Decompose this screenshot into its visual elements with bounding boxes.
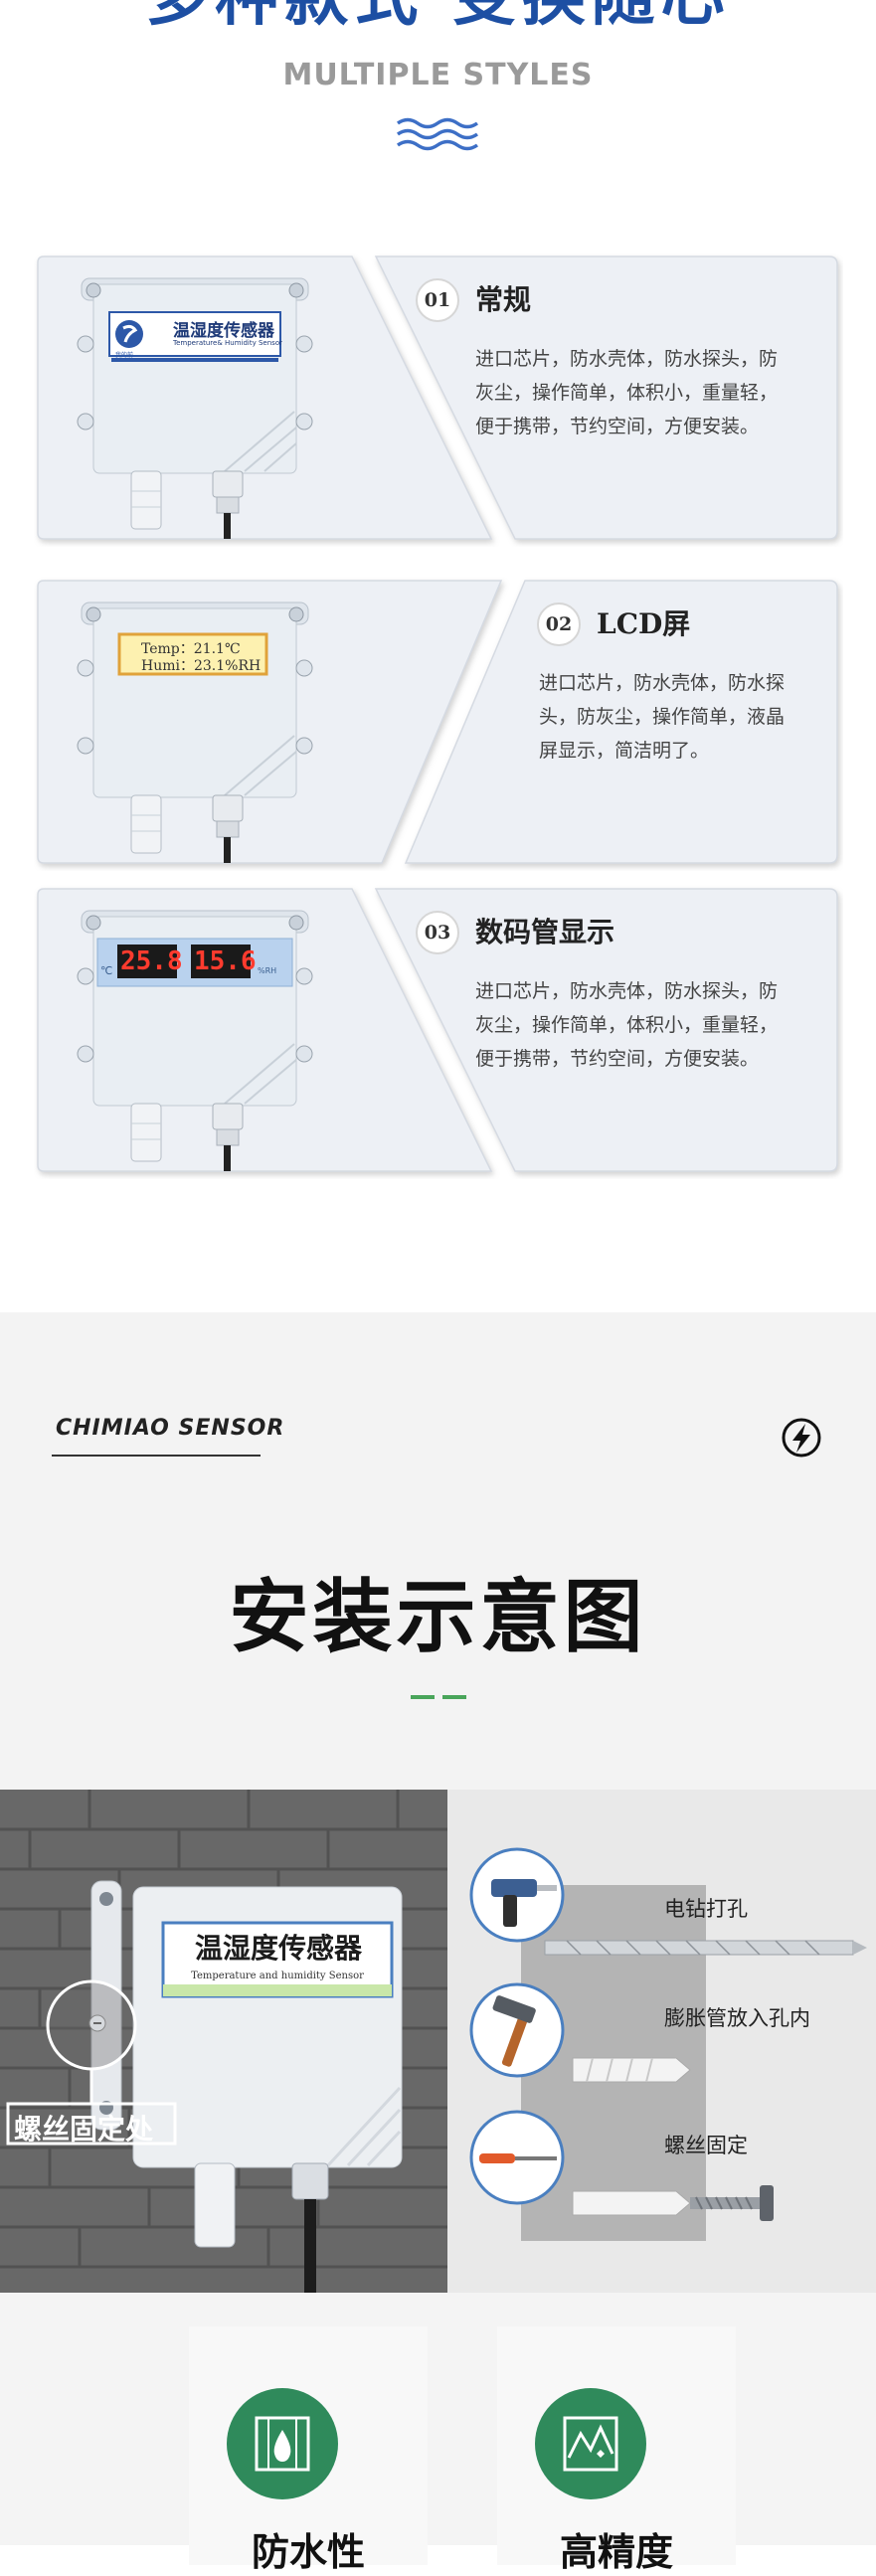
feature-icon-circle: [535, 2388, 646, 2499]
device-label-cn: 温湿度传感器: [194, 1932, 362, 1965]
temp-unit: ℃: [100, 964, 113, 977]
device-label-cn: 温湿度传感器: [173, 321, 274, 341]
feature-card-waterproof: 防水性: [189, 2326, 428, 2574]
style-card-standard: 温湿度传感器 Temperature& Humidity Sensor 我的前 …: [34, 253, 843, 547]
wave-icon: [396, 117, 479, 151]
sensor-device-image: [77, 601, 313, 863]
lightning-bolt-icon: [782, 1418, 821, 1458]
feature-label: 防水性: [251, 2530, 365, 2574]
step-drill-label: 电钻打孔: [664, 1897, 748, 1921]
install-diagram: 温湿度传感器 Temperature and humidity Sensor 螺…: [0, 1790, 876, 2293]
feature-label: 高精度: [559, 2530, 673, 2574]
style-number: 01: [416, 278, 459, 322]
feature-card-precision: 高精度: [497, 2326, 736, 2574]
style-description: 进口芯片，防水壳体，防水探头，防 灰尘，操作简单，体积小，重量轻， 便于携带，节…: [475, 980, 779, 1070]
humi-unit: %RH: [258, 966, 277, 975]
style-number: 02: [537, 602, 581, 646]
lcd-humi-readout: Humi：23.1%RH: [141, 658, 262, 674]
section-subtitle: MULTIPLE STYLES: [282, 58, 594, 92]
screw-spot-label: 螺丝固定处: [14, 2113, 154, 2146]
step-screw-label: 螺丝固定: [664, 2134, 748, 2157]
style-number: 03: [416, 911, 459, 954]
style-card-digital: 25.8 15.6 ℃ %RH 03 数码管显示 进口芯片，防水壳体，防水探头，…: [34, 885, 843, 1179]
step-anchor-label: 膨胀管放入孔内: [664, 2006, 810, 2030]
style-description: 进口芯片，防水壳体，防水探头，防 灰尘，操作简单，体积小，重量轻， 便于携带，节…: [475, 348, 779, 437]
sensor-device-image: [77, 277, 313, 539]
sensor-device-image: [77, 910, 313, 1171]
device-label-en: Temperature and humidity Sensor: [191, 1971, 364, 1981]
led-humi-readout: 15.6: [194, 946, 257, 976]
device-logo-text: 我的前: [115, 352, 134, 359]
install-title: 安装示意图: [229, 1571, 647, 1663]
style-title: 常规: [475, 283, 532, 316]
precision-chart-icon: [563, 2416, 618, 2472]
page-title: 多种款式 变换随心: [0, 0, 876, 30]
style-card-lcd: Temp：21.1℃ Humi：23.1%RH 02 LCD屏 进口芯片，防水壳…: [34, 577, 843, 871]
style-title: 数码管显示: [475, 916, 615, 948]
install-section: [0, 1312, 876, 1790]
device-label-en: Temperature& Humidity Sensor: [173, 339, 282, 347]
style-description: 进口芯片，防水壳体，防水探 头，防灰尘，操作简单，液晶 屏显示，简洁明了。: [539, 672, 786, 762]
brand-underline: [52, 1455, 261, 1457]
title-divider: [411, 1695, 466, 1699]
install-illustration: [0, 1790, 876, 2293]
led-temp-readout: 25.8: [120, 946, 183, 976]
style-title: LCD屏: [597, 607, 691, 640]
features-section: [0, 2293, 876, 2545]
feature-icon-circle: [227, 2388, 338, 2499]
water-drop-icon: [255, 2416, 310, 2472]
brand-name: CHIMIAO SENSOR: [56, 1416, 285, 1441]
lcd-temp-readout: Temp：21.1℃: [141, 641, 241, 657]
